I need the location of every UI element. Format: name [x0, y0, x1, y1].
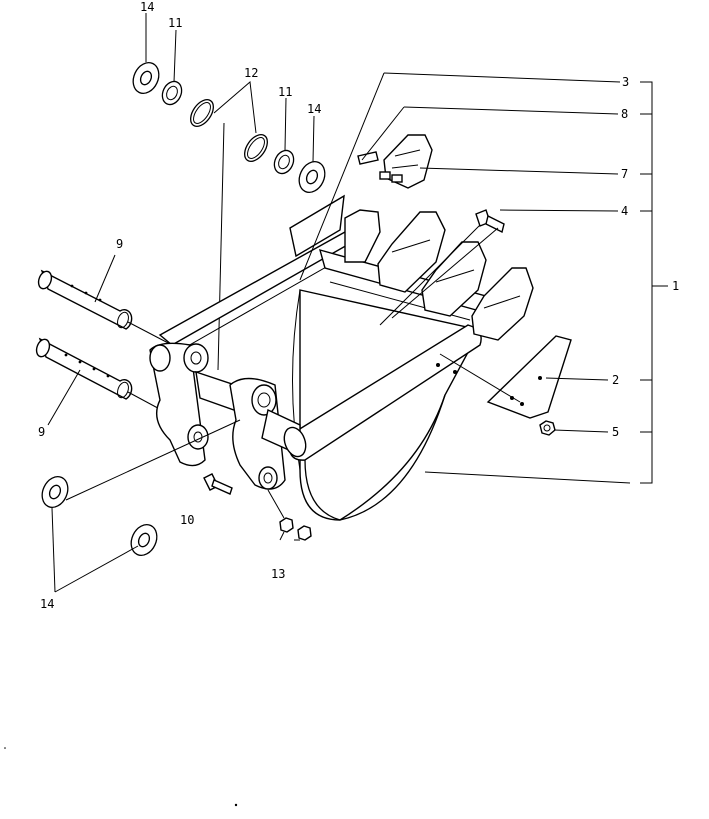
nuts-13 [279, 517, 312, 541]
washer-14-bottom-right [130, 523, 158, 557]
callout-9-lower: 9 [38, 425, 45, 439]
callout-13: 13 [271, 567, 285, 581]
callout-8: 8 [621, 107, 628, 121]
callout-7: 7 [621, 167, 628, 181]
pin-9-lower [35, 337, 133, 400]
callout-5: 5 [612, 425, 619, 439]
callout-3: 3 [622, 75, 629, 89]
callout-9-upper: 9 [116, 237, 123, 251]
bucket-body-1 [158, 194, 507, 521]
callout-11-top: 11 [168, 16, 182, 30]
seal-11-right [273, 149, 295, 175]
callout-12: 12 [244, 66, 258, 80]
tooth-mounted-4 [471, 267, 534, 341]
tooth-7-detached [357, 134, 433, 189]
seal-11-top-left [161, 80, 183, 106]
bolt-4 [475, 209, 505, 234]
callout-14-right: 14 [307, 102, 321, 116]
callout-1: 1 [672, 279, 679, 293]
bolt-10 [203, 473, 233, 495]
nut-5 [539, 420, 556, 436]
callout-4: 4 [621, 204, 628, 218]
callout-14-bottom: 14 [40, 597, 54, 611]
callout-14-top: 14 [140, 0, 154, 14]
pin-9-upper [37, 269, 133, 330]
side-cutter-2 [486, 335, 572, 419]
washer-14-top-left [132, 61, 160, 95]
tooth-mounted-3 [421, 241, 487, 317]
washer-14-bottom-left [41, 475, 69, 509]
o-ring-12-right [244, 134, 268, 162]
hinge-bracket-assembly [149, 342, 307, 490]
o-ring-12-left [190, 99, 214, 127]
callout-10: 10 [180, 513, 194, 527]
callout-11-right: 11 [278, 85, 292, 99]
tooth-mounted-1 [344, 209, 381, 263]
tooth-mounted-2 [377, 211, 446, 293]
callout-2: 2 [612, 373, 619, 387]
washer-14-right [298, 160, 326, 194]
